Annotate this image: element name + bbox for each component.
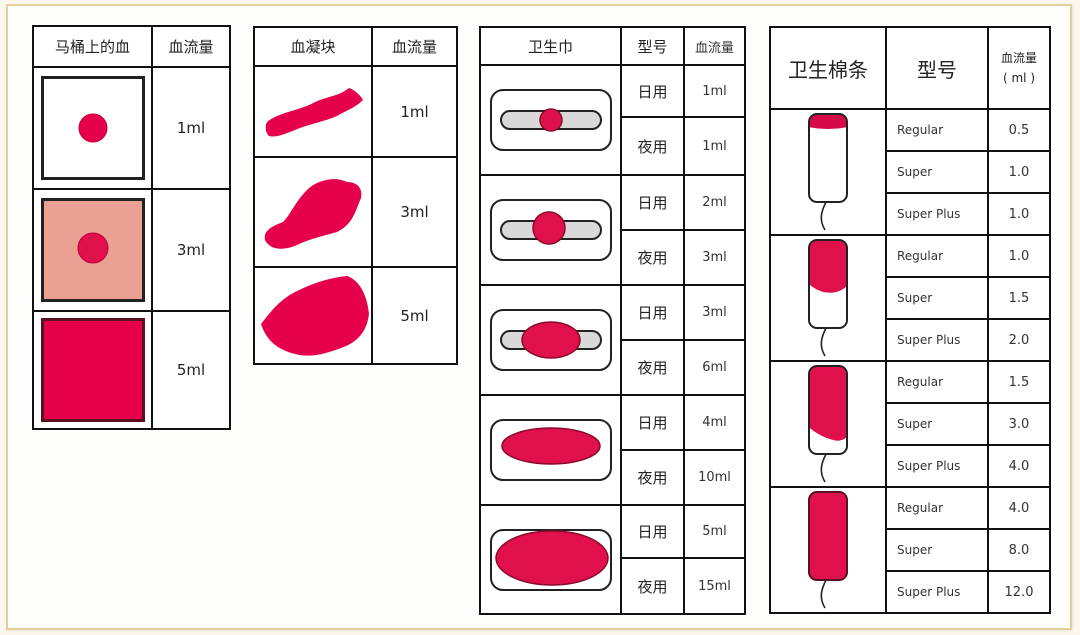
tampon-value-4c: 12.0 <box>987 570 1051 614</box>
tampon-table: 卫生棉条 型号 血流量 ( ml ) Regular 0.5 Super 1.0… <box>769 26 1051 614</box>
tampon-icon-3 <box>769 360 887 488</box>
pad-type-5a: 日用 <box>620 504 685 559</box>
header-toilet-blood: 马桶上的血 <box>32 25 153 68</box>
tampon-type-3a: Regular <box>885 360 989 404</box>
header-type: 型号 <box>620 26 685 66</box>
clot-value-1: 1ml <box>371 65 458 158</box>
toilet-value-3: 5ml <box>151 310 231 430</box>
tampon-value-1b: 1.0 <box>987 150 1051 194</box>
medium-clot-icon <box>264 179 362 249</box>
pad-icon-1 <box>479 64 622 176</box>
tampon-fill-1-icon <box>808 113 848 231</box>
tampon-icon-4 <box>769 486 887 614</box>
tampon-type-4b: Super <box>885 528 989 572</box>
toilet-icon-2 <box>32 188 153 312</box>
tampon-icon-2 <box>769 234 887 362</box>
pad-stain-5-icon <box>489 528 612 591</box>
header-flow-unit: ( ml ) <box>1002 71 1035 85</box>
pad-icon-2 <box>479 174 622 286</box>
pad-type-5b: 夜用 <box>620 557 685 615</box>
pad-value-5a: 5ml <box>683 504 746 559</box>
tampon-type-3b: Super <box>885 402 989 446</box>
tampon-value-2b: 1.5 <box>987 276 1051 320</box>
tampon-value-3c: 4.0 <box>987 444 1051 488</box>
pad-value-4b: 10ml <box>683 449 746 506</box>
pad-type-4a: 日用 <box>620 394 685 451</box>
toilet-icon-1 <box>32 66 153 190</box>
pad-stain-1-icon <box>489 89 612 151</box>
tampon-type-1a: Regular <box>885 108 989 152</box>
tampon-value-3b: 3.0 <box>987 402 1051 446</box>
large-clot-icon <box>261 275 369 356</box>
tampon-value-4a: 4.0 <box>987 486 1051 530</box>
tampon-fill-2-icon <box>808 239 848 357</box>
pad-value-5b: 15ml <box>683 557 746 615</box>
tampon-type-1c: Super Plus <box>885 192 989 236</box>
pad-value-2b: 3ml <box>683 229 746 286</box>
pad-type-3b: 夜用 <box>620 339 685 396</box>
pad-stain-2-icon <box>489 199 612 261</box>
tampon-value-2c: 2.0 <box>987 318 1051 362</box>
tampon-value-1a: 0.5 <box>987 108 1051 152</box>
header-flow: 血流量 <box>683 26 746 66</box>
header-flow: 血流量 <box>151 25 231 68</box>
clot-icon-2 <box>253 156 373 268</box>
tampon-value-2a: 1.0 <box>987 234 1051 278</box>
pad-type-2b: 夜用 <box>620 229 685 286</box>
pad-value-1a: 1ml <box>683 64 746 118</box>
tampon-fill-3-icon <box>808 365 848 483</box>
header-flow: 血流量 ( ml ) <box>987 26 1051 110</box>
pad-type-3a: 日用 <box>620 284 685 341</box>
pad-table: 卫生巾 型号 血流量 日用 1ml 夜用 1ml 日用 2ml <box>479 26 746 615</box>
dot-on-pink-stain-icon <box>40 198 145 302</box>
fully-red-square-icon <box>40 318 145 422</box>
tampon-type-4a: Regular <box>885 486 989 530</box>
toilet-icon-3 <box>32 310 153 430</box>
small-clot-icon <box>265 87 363 137</box>
tampon-value-3a: 1.5 <box>987 360 1051 404</box>
pad-icon-4 <box>479 394 622 506</box>
tampon-fill-4-icon <box>808 491 848 609</box>
clot-value-3: 5ml <box>371 266 458 365</box>
toilet-value-1: 1ml <box>151 66 231 190</box>
tampon-value-1c: 1.0 <box>987 192 1051 236</box>
pad-value-4a: 4ml <box>683 394 746 451</box>
toilet-value-2: 3ml <box>151 188 231 312</box>
tampon-type-3c: Super Plus <box>885 444 989 488</box>
tampon-type-4c: Super Plus <box>885 570 989 614</box>
header-type: 型号 <box>885 26 989 110</box>
pad-stain-4-icon <box>489 419 612 481</box>
header-pad: 卫生巾 <box>479 26 622 66</box>
pad-value-3a: 3ml <box>683 284 746 341</box>
tampon-type-2b: Super <box>885 276 989 320</box>
pad-value-2a: 2ml <box>683 174 746 231</box>
toilet-blood-table: 马桶上的血 血流量 1ml 3ml 5ml <box>32 25 231 430</box>
header-flow-label: 血流量 <box>1000 51 1037 65</box>
pad-value-3b: 6ml <box>683 339 746 396</box>
tampon-type-2c: Super Plus <box>885 318 989 362</box>
clot-value-2: 3ml <box>371 156 458 268</box>
header-flow: 血流量 <box>371 26 458 67</box>
pad-stain-3-icon <box>489 309 612 371</box>
clot-icon-1 <box>253 65 373 158</box>
clot-table: 血凝块 血流量 1ml 3ml 5ml <box>253 26 458 365</box>
pad-value-1b: 1ml <box>683 116 746 176</box>
tampon-icon-1 <box>769 108 887 236</box>
pad-type-4b: 夜用 <box>620 449 685 506</box>
tampon-type-1b: Super <box>885 150 989 194</box>
pad-type-1a: 日用 <box>620 64 685 118</box>
small-dot-on-white-icon <box>40 76 145 180</box>
pad-icon-5 <box>479 504 622 615</box>
clot-icon-3 <box>253 266 373 365</box>
header-tampon: 卫生棉条 <box>769 26 887 110</box>
tampon-value-4b: 8.0 <box>987 528 1051 572</box>
header-clot: 血凝块 <box>253 26 373 67</box>
pad-icon-3 <box>479 284 622 396</box>
pad-type-1b: 夜用 <box>620 116 685 176</box>
tampon-type-2a: Regular <box>885 234 989 278</box>
pad-type-2a: 日用 <box>620 174 685 231</box>
